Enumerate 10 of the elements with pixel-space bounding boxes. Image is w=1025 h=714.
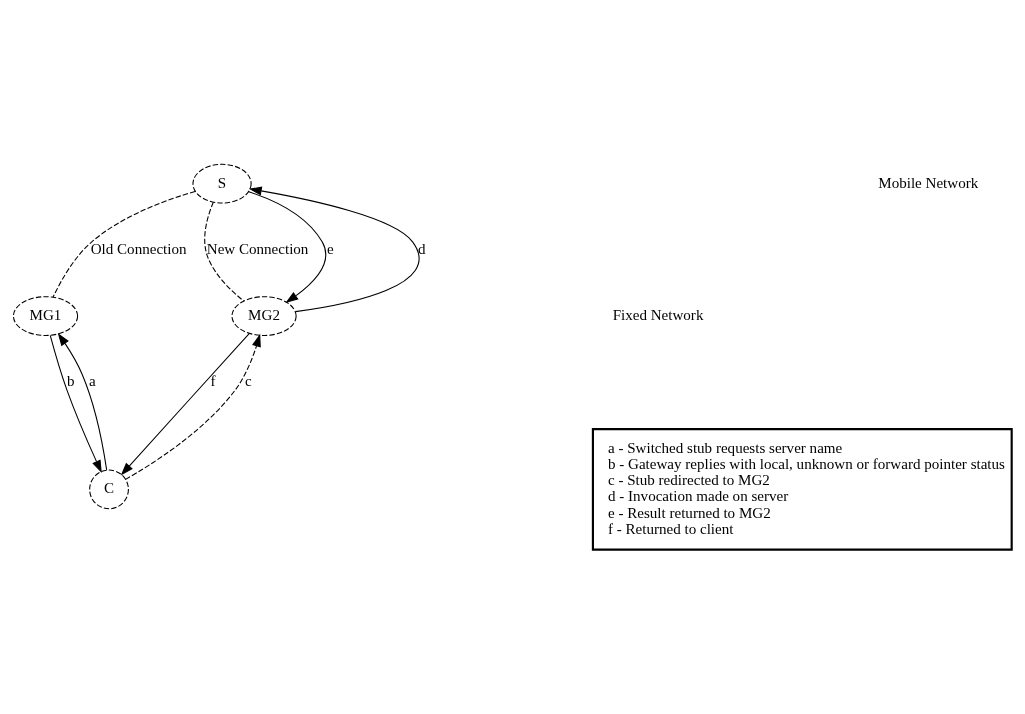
label: Fixed Network	[612, 307, 704, 324]
edge-label: b	[67, 373, 75, 390]
edge-label: f	[210, 373, 216, 390]
edge-label: c	[245, 373, 252, 390]
edge-label: a	[89, 373, 96, 390]
edge-label: New Connection	[206, 240, 309, 257]
edge-label: Old Connection	[90, 240, 187, 257]
label: Mobile Network	[878, 174, 979, 191]
edge-label: e	[326, 240, 334, 257]
edge-label: d	[417, 240, 426, 257]
